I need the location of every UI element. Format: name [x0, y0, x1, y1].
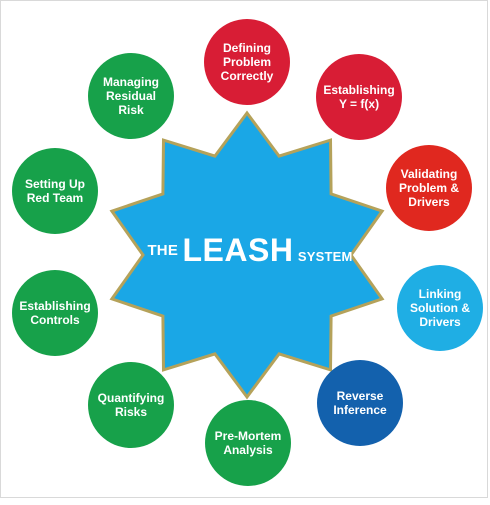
node-pre-mortem: Pre-Mortem Analysis — [205, 400, 291, 486]
title-main: LEASH — [182, 232, 294, 268]
title-suffix: SYSTEM — [297, 249, 353, 264]
node-validating-problem: Validating Problem & Drivers — [386, 145, 472, 231]
node-linking-solution: Linking Solution & Drivers — [397, 265, 483, 351]
node-label: Reverse Inference — [333, 389, 387, 417]
node-label: Defining Problem Correctly — [220, 41, 274, 83]
node-establishing-y: Establishing Y = f(x) — [316, 54, 402, 140]
node-label: Validating Problem & Drivers — [398, 167, 459, 209]
title-prefix: THE — [147, 242, 179, 259]
node-label: Quantifying Risks — [97, 391, 165, 419]
diagram-title: THE LEASH SYSTEM — [145, 232, 355, 269]
node-label: Establishing Controls — [19, 299, 91, 327]
node-label: Pre-Mortem Analysis — [214, 429, 282, 457]
node-label: Linking Solution & Drivers — [410, 287, 470, 329]
node-defining-problem: Defining Problem Correctly — [204, 19, 290, 105]
star-polygon — [109, 110, 385, 400]
node-reverse-inference: Reverse Inference — [317, 360, 403, 446]
node-establishing-controls: Establishing Controls — [12, 270, 98, 356]
node-label: Establishing Y = f(x) — [323, 83, 395, 111]
node-label: Setting Up Red Team — [25, 177, 85, 205]
node-managing-residual-risk: Managing Residual Risk — [88, 53, 174, 139]
node-setting-up-red-team: Setting Up Red Team — [12, 148, 98, 234]
node-label: Managing Residual Risk — [103, 75, 159, 117]
node-quantifying-risks: Quantifying Risks — [88, 362, 174, 448]
